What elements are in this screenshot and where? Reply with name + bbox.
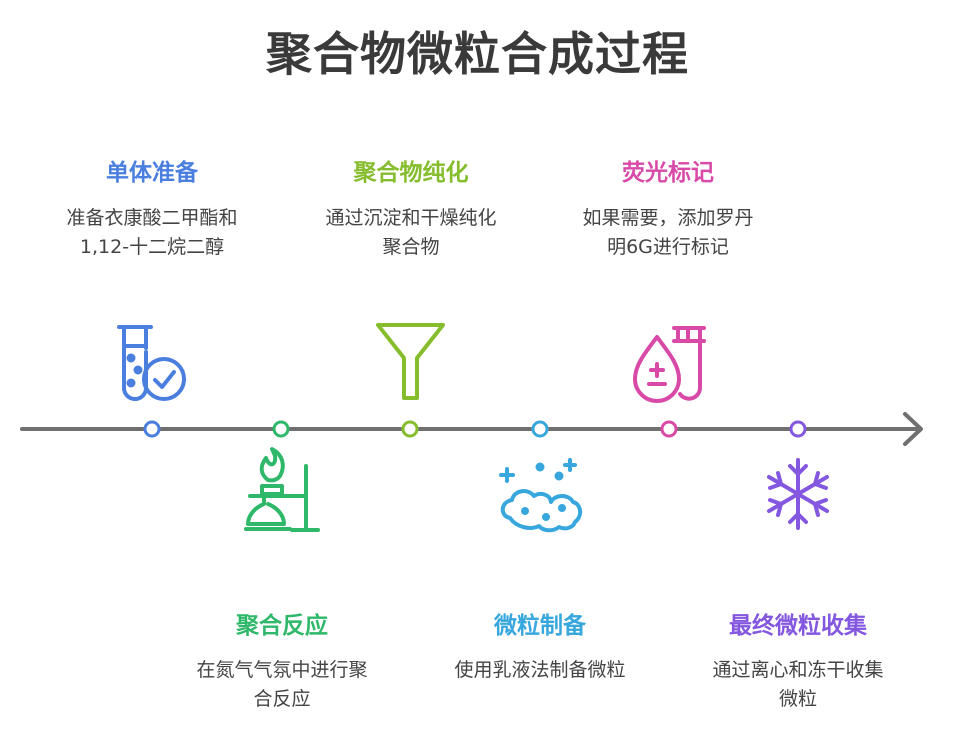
step-3-marker: [401, 420, 419, 438]
step-3-desc-line-2: 聚合物: [382, 236, 440, 258]
step-5-description: 如果需要，添加罗丹 明6G进行标记: [558, 204, 778, 262]
step-1-title: 单体准备: [106, 160, 198, 186]
step-6-desc-line-1: 通过离心和冻干收集: [712, 659, 884, 681]
step-1-desc-line-1: 准备衣康酸二甲酯和: [66, 207, 238, 229]
step-2-title: 聚合反应: [236, 613, 328, 639]
step-6-description: 通过离心和冻干收集 微粒: [688, 656, 908, 714]
particles-sparkle-icon: [499, 458, 582, 533]
step-6-marker: [789, 420, 807, 438]
step-4-desc-line-1: 使用乳液法制备微粒: [454, 659, 626, 681]
step-5-desc-line-1: 如果需要，添加罗丹: [582, 207, 754, 229]
step-1-description: 准备衣康酸二甲酯和 1,12-十二烷二醇: [42, 204, 262, 262]
test-tube-check-icon: [117, 325, 186, 401]
step-4-title: 微粒制备: [494, 613, 586, 639]
droplet-test-tube-icon: [633, 326, 706, 403]
step-4-marker: [531, 420, 549, 438]
step-5-marker: [660, 420, 678, 438]
step-2-desc-line-2: 合反应: [253, 688, 311, 710]
step-5-title: 荧光标记: [622, 160, 714, 186]
step-1-marker: [143, 420, 161, 438]
step-6-title: 最终微粒收集: [729, 613, 867, 639]
step-4-description: 使用乳液法制备微粒: [430, 656, 650, 685]
step-3-title: 聚合物纯化: [353, 160, 469, 186]
step-2-marker: [272, 420, 290, 438]
funnel-icon: [376, 323, 445, 400]
timeline-arrowhead: [903, 412, 923, 446]
step-1-desc-line-2: 1,12-十二烷二醇: [79, 236, 225, 258]
step-6-desc-line-2: 微粒: [778, 688, 817, 710]
step-3-desc-line-1: 通过沉淀和干燥纯化: [325, 207, 497, 229]
step-5-desc-line-2: 明6G进行标记: [607, 236, 729, 258]
bunsen-burner-flask-icon: [244, 447, 320, 532]
snowflake-icon: [767, 458, 829, 530]
step-2-desc-line-1: 在氮气气氛中进行聚: [196, 659, 368, 681]
page-title: 聚合物微粒合成过程: [266, 27, 689, 81]
step-3-description: 通过沉淀和干燥纯化 聚合物: [301, 204, 521, 262]
step-2-description: 在氮气气氛中进行聚 合反应: [172, 656, 392, 714]
